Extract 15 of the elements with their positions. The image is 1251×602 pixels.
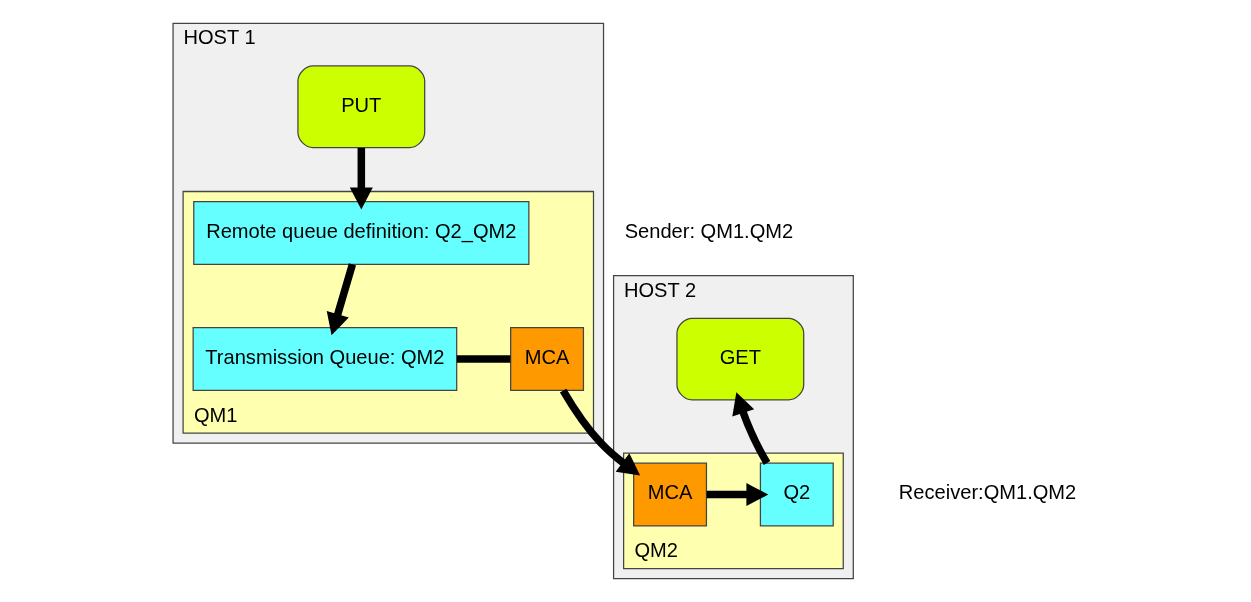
node-box: MCA: [510, 327, 585, 392]
arrow: [732, 392, 771, 465]
arrow: [559, 388, 641, 476]
label: Sender: QM1.QM2: [624, 219, 794, 242]
node-box: PUT: [297, 65, 426, 149]
node-box: GET: [676, 317, 805, 401]
connector: [456, 355, 511, 363]
node-box: Remote queue definition: Q2_QM2: [193, 200, 530, 265]
node-box: Q2: [759, 462, 834, 527]
node-box: MCA: [633, 462, 708, 527]
arrow: [326, 263, 357, 336]
arrow: [349, 147, 373, 210]
node-box: Transmission Queue: QM2: [192, 327, 458, 392]
arrow: [706, 483, 769, 507]
label: Receiver:QM1.QM2: [898, 481, 1077, 504]
